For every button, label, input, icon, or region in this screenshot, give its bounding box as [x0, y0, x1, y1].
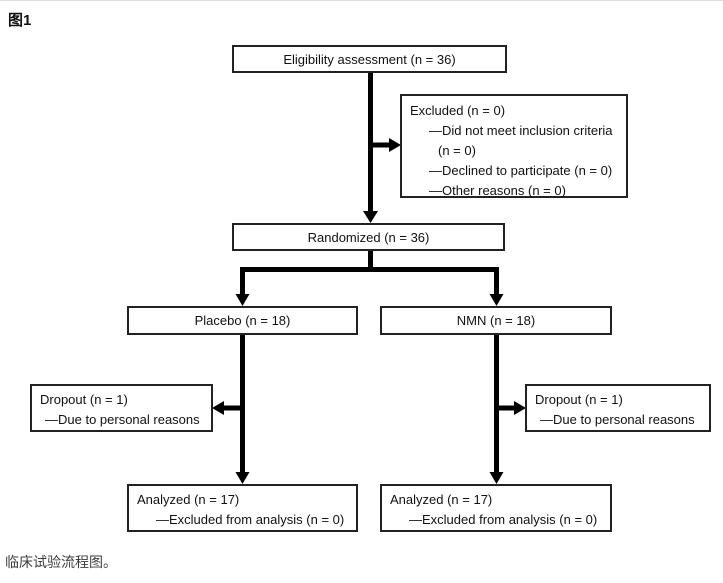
eligibility-assessment-label: Eligibility assessment (n = 36)	[283, 51, 456, 67]
excluded-box: Excluded (n = 0) —Did not meet inclusion…	[400, 94, 628, 198]
arrowhead-down-analyzed-right	[489, 472, 504, 484]
randomized-box: Randomized (n = 36)	[232, 223, 505, 251]
eligibility-assessment-box: Eligibility assessment (n = 36)	[232, 45, 507, 73]
arrowhead-down-placebo	[235, 294, 250, 306]
dropout-left-title: Dropout (n = 1)	[40, 392, 128, 407]
analyzed-right-title: Analyzed (n = 17)	[390, 492, 493, 507]
placebo-arm-label: Placebo (n = 18)	[194, 313, 291, 328]
figure-label: 图1	[8, 12, 32, 29]
analyzed-left-title: Analyzed (n = 17)	[137, 492, 240, 507]
analyzed-right-detail: —Excluded from analysis (n = 0)	[409, 512, 598, 527]
excluded-title: Excluded (n = 0)	[410, 103, 506, 118]
randomized-label: Randomized (n = 36)	[307, 229, 430, 245]
arrowhead-down-nmn	[489, 294, 504, 306]
nmn-arm-box: NMN (n = 18)	[380, 306, 612, 335]
analyzed-right-box: Analyzed (n = 17) —Excluded from analysi…	[380, 484, 612, 532]
dropout-right-box: Dropout (n = 1) —Due to personal reasons	[525, 384, 711, 432]
dropout-left-box: Dropout (n = 1) —Due to personal reasons	[30, 384, 213, 432]
analyzed-left-detail: —Excluded from analysis (n = 0)	[156, 512, 345, 527]
arrowhead-down-randomized	[363, 211, 378, 223]
dropout-right-reason: —Due to personal reasons	[540, 412, 695, 427]
analyzed-left-box: Analyzed (n = 17) —Excluded from analysi…	[127, 484, 358, 532]
excluded-item-inclusion-criteria: —Did not meet inclusion criteria	[429, 123, 613, 138]
dropout-left-reason: —Due to personal reasons	[45, 412, 200, 427]
figure-caption: 临床试验流程图。	[5, 554, 117, 570]
dropout-right-title: Dropout (n = 1)	[535, 392, 623, 407]
excluded-item-inclusion-criteria-n: (n = 0)	[438, 143, 476, 158]
excluded-item-declined: —Declined to participate (n = 0)	[429, 163, 613, 178]
arrowhead-down-analyzed-left	[235, 472, 250, 484]
placebo-arm-box: Placebo (n = 18)	[127, 306, 358, 335]
excluded-item-other: —Other reasons (n = 0)	[429, 183, 566, 198]
arrowhead-left-dropout	[212, 401, 224, 415]
nmn-arm-label: NMN (n = 18)	[456, 313, 536, 328]
